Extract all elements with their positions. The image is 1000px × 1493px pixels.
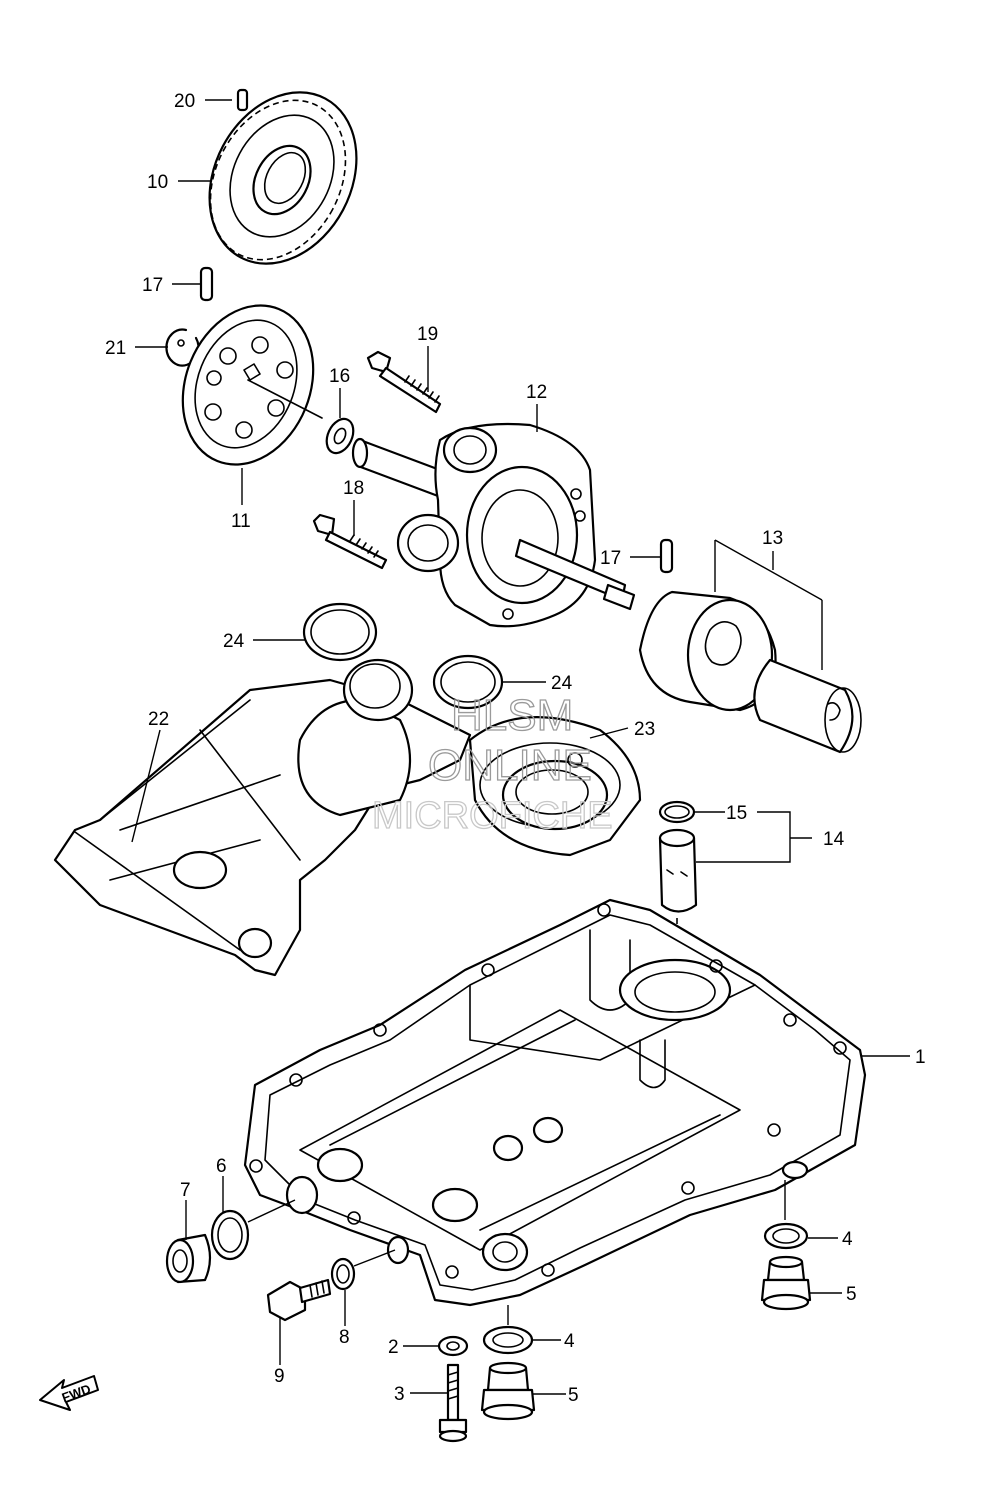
callout-21: 21 (105, 338, 126, 359)
watermark: HLSM ONLINE MICROFICHE (371, 690, 613, 837)
watermark-line-3: MICROFICHE (372, 795, 613, 837)
callout-4-right: 4 (842, 1229, 853, 1250)
callout-2: 2 (388, 1337, 399, 1358)
part-8-gasket (330, 1257, 356, 1291)
forward-arrow-icon: FWD (39, 1375, 99, 1411)
callout-16: 16 (329, 366, 350, 387)
callout-4-lower: 4 (564, 1331, 575, 1352)
forward-label: FWD (60, 1381, 93, 1405)
watermark-line-1: HLSM (451, 691, 573, 740)
part-18-bolt (312, 513, 388, 570)
callout-15: 15 (726, 803, 747, 824)
callout-14: 14 (823, 829, 845, 850)
part-13-rotor-set (638, 590, 862, 754)
callout-20: 20 (174, 91, 195, 112)
callout-19: 19 (417, 324, 438, 345)
part-4-washer-right (763, 1222, 809, 1250)
part-3-bolt (438, 1363, 468, 1443)
leader-lines (131, 99, 910, 1395)
part-19-bolt (366, 350, 442, 414)
callout-9: 9 (274, 1366, 285, 1387)
part-17-pin-lower (659, 538, 674, 574)
callout-12: 12 (526, 382, 547, 403)
callout-17-upper: 17 (142, 275, 163, 296)
callout-7: 7 (180, 1180, 191, 1201)
part-17-pin-upper (199, 266, 214, 302)
callout-24-lower: 24 (551, 673, 573, 694)
callout-10: 10 (147, 172, 168, 193)
part-5-plug-lower (480, 1361, 536, 1421)
callout-22: 22 (148, 709, 169, 730)
callout-5-lower: 5 (568, 1385, 579, 1406)
part-8-guide (353, 1249, 396, 1267)
part-22-strainer (53, 658, 472, 977)
part-7-plug (165, 1233, 212, 1284)
watermark-line-2: ONLINE (428, 741, 592, 790)
part-12-oil-pump (351, 422, 636, 628)
callout-23: 23 (634, 719, 655, 740)
part-24-o-ring-upper (302, 602, 378, 662)
part-20-pin (236, 88, 249, 112)
callout-17-lower: 17 (600, 548, 621, 569)
part-11-gear (181, 304, 323, 466)
callout-labels: 20 10 17 21 16 19 12 18 11 17 13 24 24 2… (105, 91, 926, 1406)
callout-11: 11 (231, 511, 251, 532)
part-4-washer-lower (482, 1325, 534, 1355)
part-16-washer (325, 417, 355, 455)
callout-6: 6 (216, 1156, 227, 1177)
part-15-o-ring (658, 800, 696, 824)
callout-5-right: 5 (846, 1284, 857, 1305)
callout-13: 13 (762, 528, 783, 549)
part-2-washer (437, 1335, 469, 1357)
callout-24-upper: 24 (223, 631, 245, 652)
part-1-oil-pan (243, 898, 867, 1307)
callout-3: 3 (394, 1384, 405, 1405)
part-14-relief-valve (658, 828, 698, 913)
part-10-gear (208, 91, 358, 265)
callout-18: 18 (343, 478, 364, 499)
part-6-guide (247, 1199, 296, 1223)
callout-1: 1 (915, 1047, 926, 1068)
part-6-gasket (210, 1209, 250, 1261)
part-9-bolt (266, 1278, 332, 1322)
part-23-strainer-cup (468, 716, 642, 857)
part-5-plug-right (760, 1255, 812, 1311)
callout-8: 8 (339, 1327, 350, 1348)
